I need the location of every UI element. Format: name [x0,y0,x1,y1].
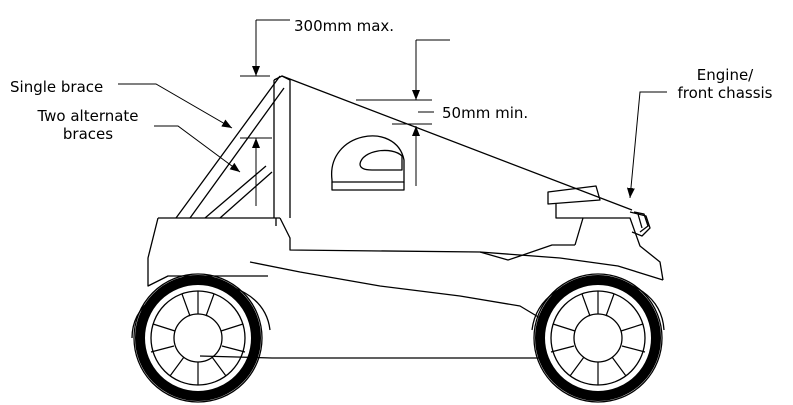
engine-front-chassis-label: Engine/ front chassis [662,66,788,102]
single-brace-label: Single brace [10,78,104,96]
helmet-shell [331,135,405,183]
front-wheel [533,273,663,403]
rear-deck [158,217,280,226]
dim-50-extension-top [415,39,450,100]
single-brace [175,75,285,219]
helmet-chin [331,182,405,191]
single-brace-leader [118,83,233,129]
two-alternate-line-2: braces [62,125,114,143]
rear-wheel-arch [131,282,271,339]
two-alternate-braces-label: Two alternate braces [26,107,150,143]
front-fairing [479,251,664,281]
engine-leader [626,91,667,199]
alternate-braces [204,165,273,219]
floor-pan [199,355,540,359]
helmet-clearance-label: 50mm min. [442,104,529,122]
two-alternate-line-1: Two alternate [37,107,139,125]
dim-300-extension-top [255,19,290,76]
engine-block [555,204,651,237]
engine-line-2: front chassis [677,84,773,102]
rollbar-height-label: 300mm max. [294,17,395,35]
engine-line-1: Engine/ [696,66,754,84]
alternate-braces-leader [154,125,241,173]
air-intake [547,185,601,205]
front-cowl [574,217,664,281]
lower-side [249,261,541,319]
engine-detail [633,211,649,233]
helmet-visor [359,149,403,171]
cockpit-side [279,75,633,261]
rear-wheel [133,273,263,403]
front-wheel-arch [531,278,665,331]
roll-bar [273,75,291,218]
